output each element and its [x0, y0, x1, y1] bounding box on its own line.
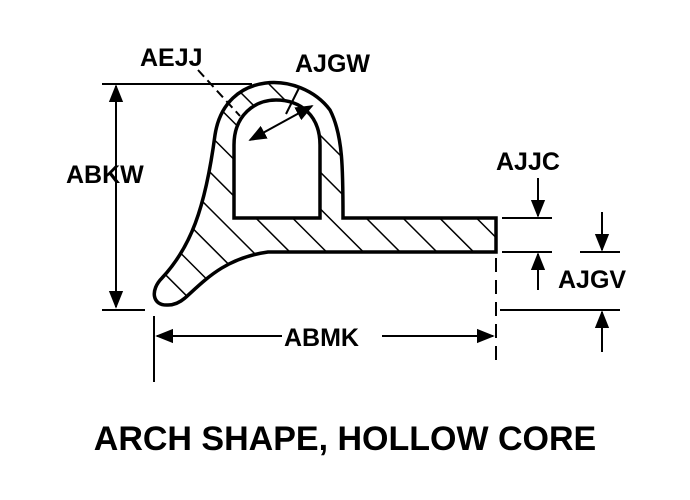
abkw-label: ABKW — [66, 161, 144, 189]
ajjc-label: AJJC — [496, 148, 560, 176]
ajgw-radius-arrow — [248, 105, 314, 141]
diagram-title: ARCH SHAPE, HOLLOW CORE — [94, 420, 596, 458]
ajgw-label: AJGW — [295, 50, 370, 78]
aejj-label: AEJJ — [140, 44, 203, 72]
seal-profile — [152, 80, 498, 307]
aejj-leader — [197, 69, 241, 117]
ajgw-leader — [285, 85, 301, 115]
abmk-label: ABMK — [284, 324, 359, 352]
ajgv-label: AJGV — [558, 266, 626, 294]
